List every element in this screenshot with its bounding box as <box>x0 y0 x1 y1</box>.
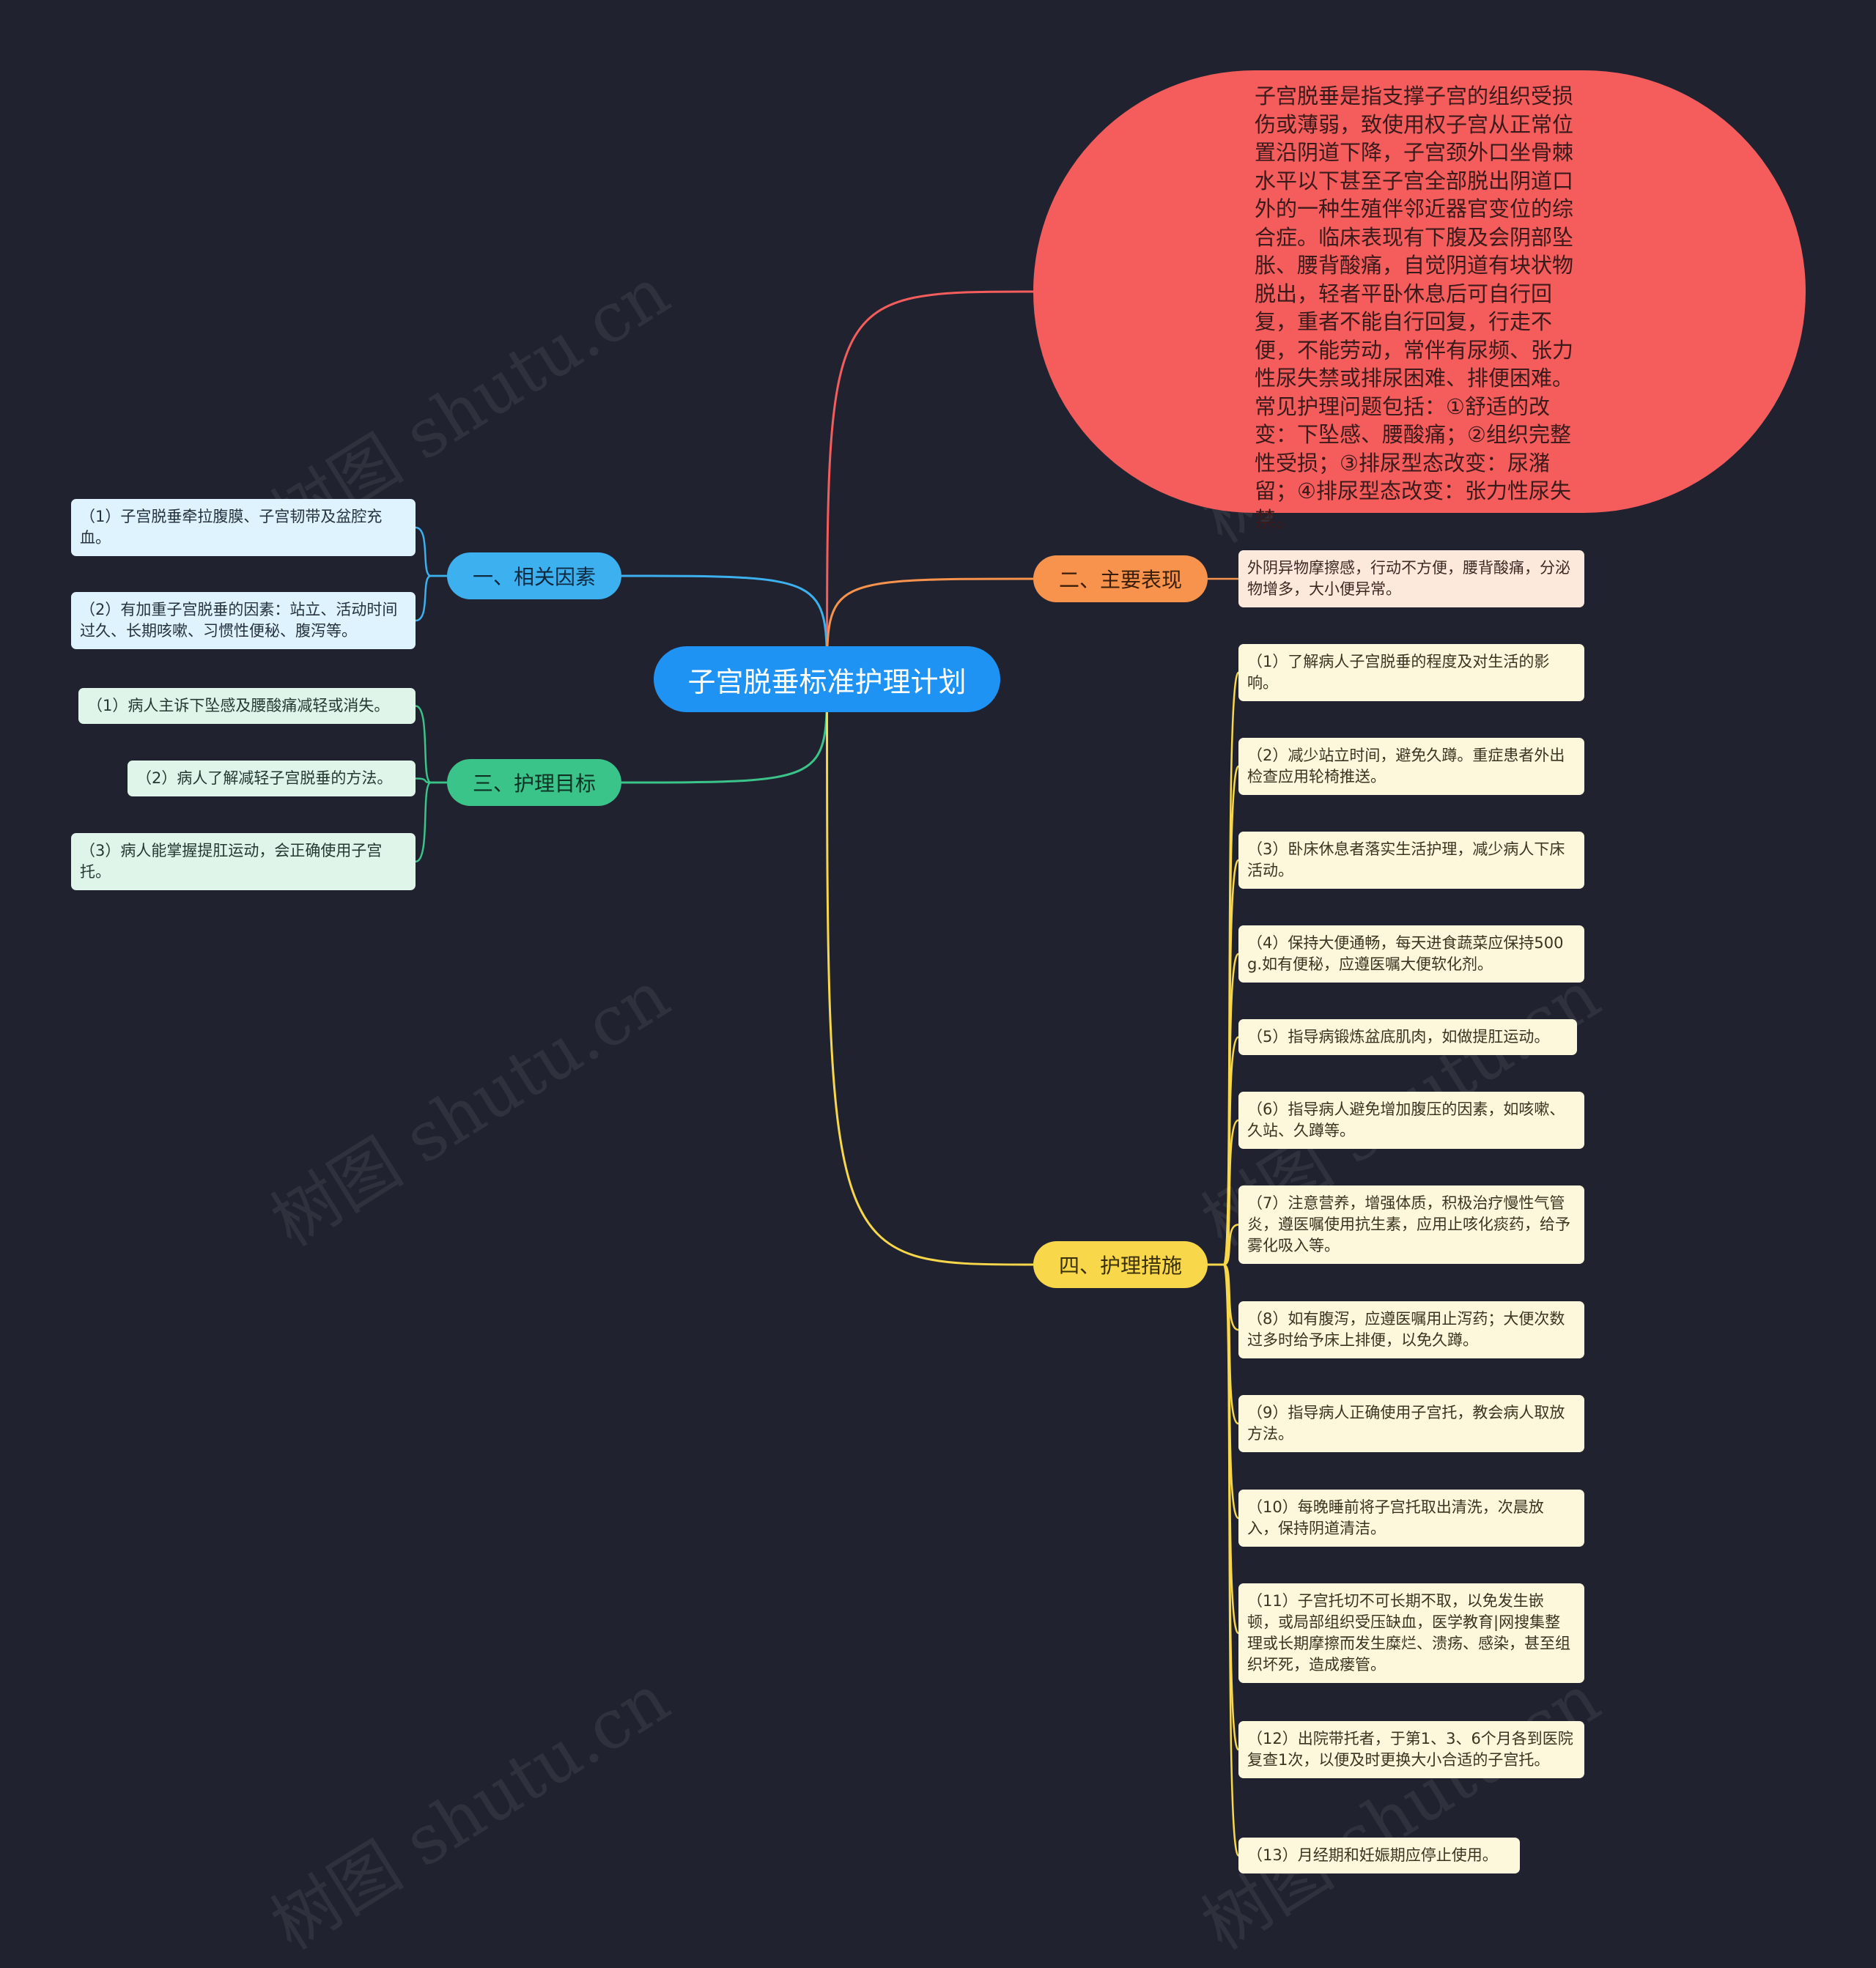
connector <box>415 526 447 577</box>
measure-11[interactable]: （11）子宫托切不可长期不取，以免发生嵌顿，或局部组织受压缺血，医学教育|网搜集… <box>1238 1583 1584 1683</box>
symptom-1[interactable]: 外阴异物摩擦感，行动不方便，腰背酸痛，分泌物增多，大小便异常。 <box>1238 550 1584 607</box>
goal-1[interactable]: （1）病人主诉下坠感及腰酸痛减轻或消失。 <box>78 688 416 724</box>
branch-main-symptoms[interactable]: 二、主要表现 <box>1033 555 1208 602</box>
connector <box>415 705 447 784</box>
measure-6[interactable]: （6）指导病人避免增加腹压的因素，如咳嗽、久站、久蹲等。 <box>1238 1092 1584 1149</box>
measure-4[interactable]: （4）保持大便通畅，每天进食蔬菜应保持500g.如有便秘，应遵医嘱大便软化剂。 <box>1238 925 1584 983</box>
measure-2[interactable]: （2）减少站立时间，避免久蹲。重症患者外出检查应用轮椅推送。 <box>1238 738 1584 795</box>
branch-nursing-measures[interactable]: 四、护理措施 <box>1033 1241 1208 1288</box>
root-topic[interactable]: 子宫脱垂标准护理计划 <box>654 646 1000 712</box>
measure-8[interactable]: （8）如有腹泻，应遵医嘱用止泻药；大便次数过多时给予床上排便，以免久蹲。 <box>1238 1301 1584 1358</box>
measure-7[interactable]: （7）注意营养，增强体质，积极治疗慢性气管炎，遵医嘱使用抗生素，应用止咳化痰药，… <box>1238 1185 1584 1264</box>
measure-13[interactable]: （13）月经期和妊娠期应停止使用。 <box>1238 1838 1520 1873</box>
measure-10[interactable]: （10）每晚睡前将子宫托取出清洗，次晨放入，保持阴道清洁。 <box>1238 1490 1584 1547</box>
connector <box>1208 1263 1240 1857</box>
connector <box>1208 1263 1239 1331</box>
connector <box>826 678 1034 1266</box>
connector <box>1208 765 1240 1266</box>
connector <box>1208 1263 1240 1635</box>
goal-2[interactable]: （2）病人了解减轻子宫脱垂的方法。 <box>128 761 416 796</box>
connector <box>1208 1263 1240 1520</box>
measure-5[interactable]: （5）指导病锻炼盆底肌肉，如做提肛运动。 <box>1238 1019 1577 1055</box>
connector <box>1208 1224 1239 1266</box>
related-factor-1[interactable]: （1）子宫脱垂牵拉腹膜、子宫韧带及盆腔充血。 <box>71 499 416 556</box>
connector <box>826 577 1034 680</box>
connector <box>826 290 1034 680</box>
connector <box>1208 859 1240 1266</box>
connector <box>1208 952 1240 1266</box>
connector <box>1208 1119 1239 1266</box>
branch-nursing-goals[interactable]: 三、护理目标 <box>447 759 621 806</box>
measure-9[interactable]: （9）指导病人正确使用子宫托，教会病人取放方法。 <box>1238 1395 1584 1452</box>
connector <box>415 781 447 863</box>
connector <box>1208 1036 1240 1266</box>
branch-related-factors[interactable]: 一、相关因素 <box>447 552 621 599</box>
goal-3[interactable]: （3）病人能掌握提肛运动，会正确使用子宫托。 <box>71 833 416 890</box>
connector <box>1208 1263 1239 1425</box>
measure-12[interactable]: （12）出院带托者，于第1、3、6个月各到医院复查1次，以便及时更换大小合适的子… <box>1238 1721 1584 1778</box>
connector <box>415 574 447 622</box>
description-bubble[interactable]: 子宫脱垂是指支撑子宫的组织受损伤或薄弱，致使用权子宫从正常位置沿阴道下降，子宫颈… <box>1033 70 1806 532</box>
measure-3[interactable]: （3）卧床休息者落实生活护理，减少病人下床活动。 <box>1238 832 1584 889</box>
related-factor-2[interactable]: （2）有加重子宫脱垂的因素：站立、活动时间过久、长期咳嗽、习惯性便秘、腹泻等。 <box>71 592 416 649</box>
measure-1[interactable]: （1）了解病人子宫脱垂的程度及对生活的影响。 <box>1238 644 1584 701</box>
